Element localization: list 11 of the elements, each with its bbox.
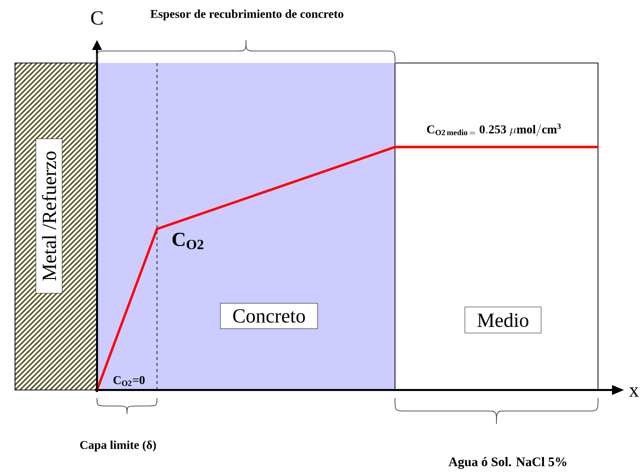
dimension-label: Espesor de recubrimiento de concreto — [150, 10, 344, 20]
point-label: C$_{O2}$ — [172, 232, 204, 250]
value-label: $\mathbf{C_{O2\,medio\,=}\ 0.253\ \mu mol/cm^{3}}$ — [427, 124, 561, 136]
dimension-label: Capa limite (δ) — [80, 440, 156, 452]
axis-label: C — [91, 11, 103, 25]
axis-label: x — [629, 387, 639, 397]
label-box: Concreto — [220, 303, 318, 329]
label-box: Medio — [464, 306, 542, 334]
dimension-label: Agua ó Sol. NaCl 5% — [448, 457, 566, 469]
point-label: C$_{O2}$=0 — [113, 376, 145, 386]
label-box: Metal /Refuerzo — [36, 138, 62, 294]
